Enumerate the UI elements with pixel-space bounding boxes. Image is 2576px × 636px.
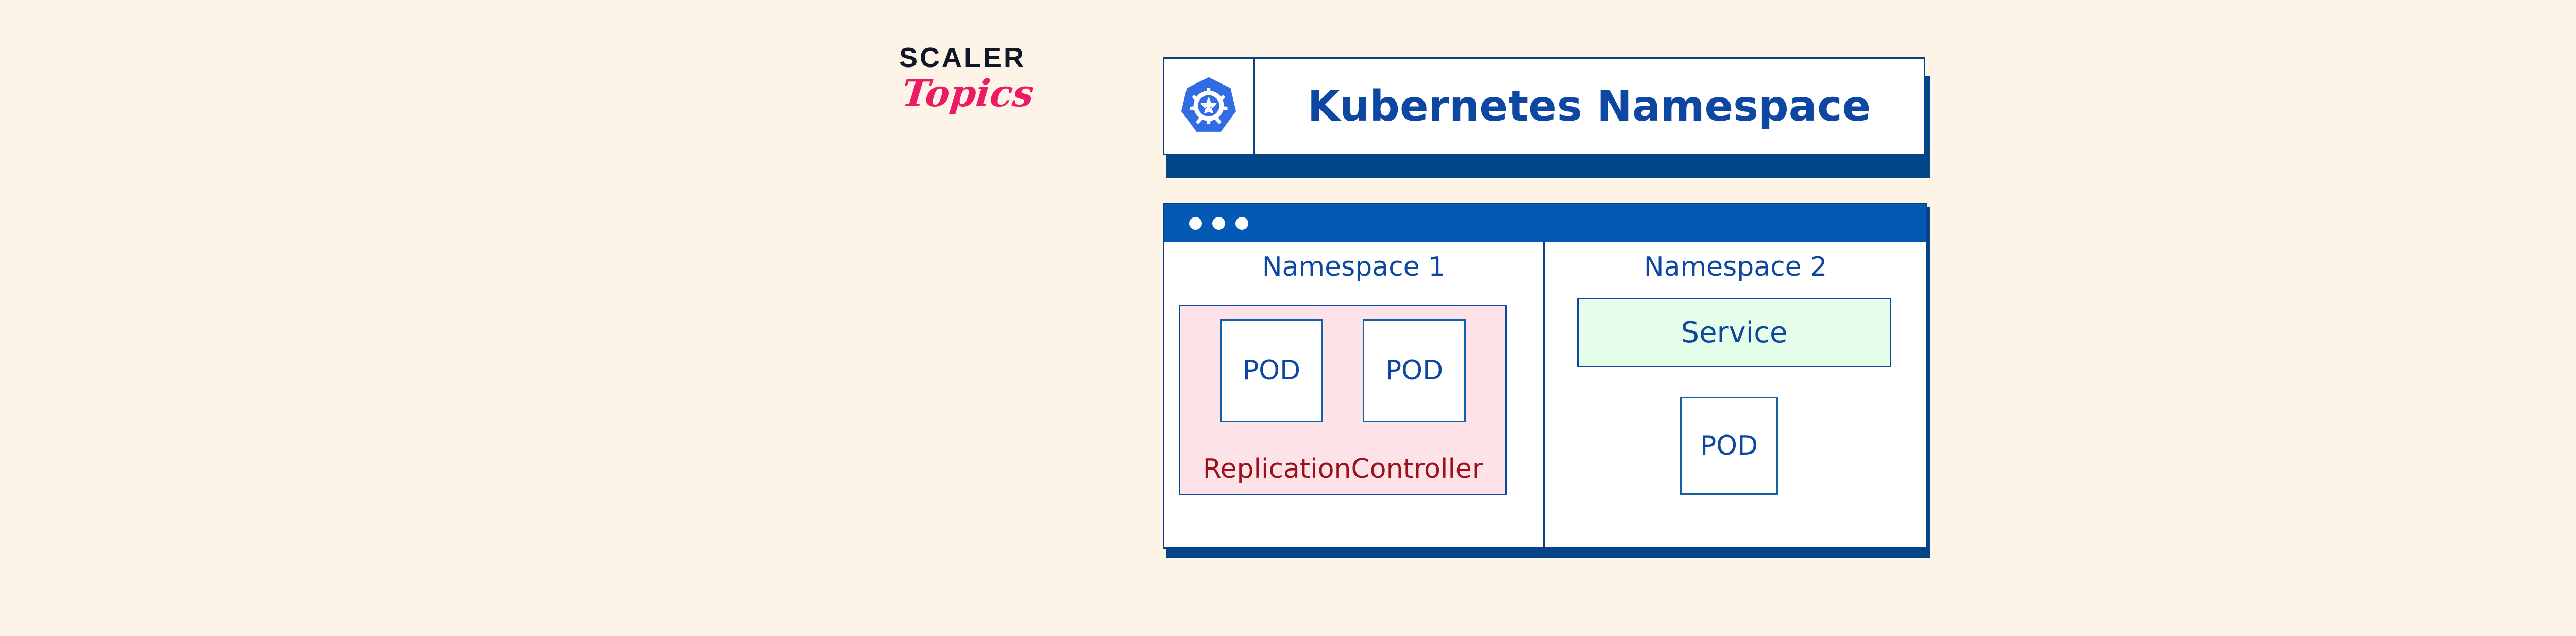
kubernetes-helm-icon (1178, 75, 1239, 138)
window-dot-maximize-icon[interactable] (1235, 216, 1248, 230)
pod-label: POD (1700, 430, 1758, 461)
brand-wordmark: SCALER (899, 42, 1026, 73)
pod-box[interactable]: POD (1363, 319, 1466, 422)
service-box[interactable]: Service (1577, 298, 1891, 367)
namespace-1-title: Namespace 1 (1262, 252, 1446, 282)
header-title-cell: Kubernetes Namespace (1255, 59, 1924, 154)
namespace-pane-1: Namespace 1 POD POD ReplicationControlle… (1164, 242, 1545, 547)
scaler-topics-logo: SCALER Topics (899, 44, 1069, 142)
window-frame: Namespace 1 POD POD ReplicationControlle… (1163, 203, 1927, 549)
header-card: Kubernetes Namespace (1163, 57, 1925, 155)
replication-controller-pods: POD POD (1180, 306, 1505, 422)
header-logo-cell (1164, 59, 1255, 154)
namespace-2-title: Namespace 2 (1643, 252, 1827, 282)
window-body: Namespace 1 POD POD ReplicationControlle… (1164, 242, 1926, 547)
replication-controller-caption: ReplicationController (1202, 454, 1483, 484)
window-dot-minimize-icon[interactable] (1212, 216, 1225, 230)
replication-controller-group: POD POD ReplicationController (1179, 305, 1507, 495)
pod-box[interactable]: POD (1680, 397, 1778, 495)
window-titlebar (1164, 204, 1926, 242)
pod-label: POD (1385, 355, 1444, 386)
service-label: Service (1681, 315, 1788, 349)
namespace-pane-2: Namespace 2 Service POD (1545, 242, 1926, 547)
pod-box[interactable]: POD (1220, 319, 1323, 422)
namespace-window: Namespace 1 POD POD ReplicationControlle… (1163, 203, 1933, 558)
window-dot-close-icon[interactable] (1189, 216, 1202, 230)
page-title: Kubernetes Namespace (1307, 81, 1871, 131)
kubernetes-namespace-header: Kubernetes Namespace (1163, 57, 1930, 178)
pod-label: POD (1242, 355, 1301, 386)
brand-script-topics: Topics (900, 71, 1036, 115)
